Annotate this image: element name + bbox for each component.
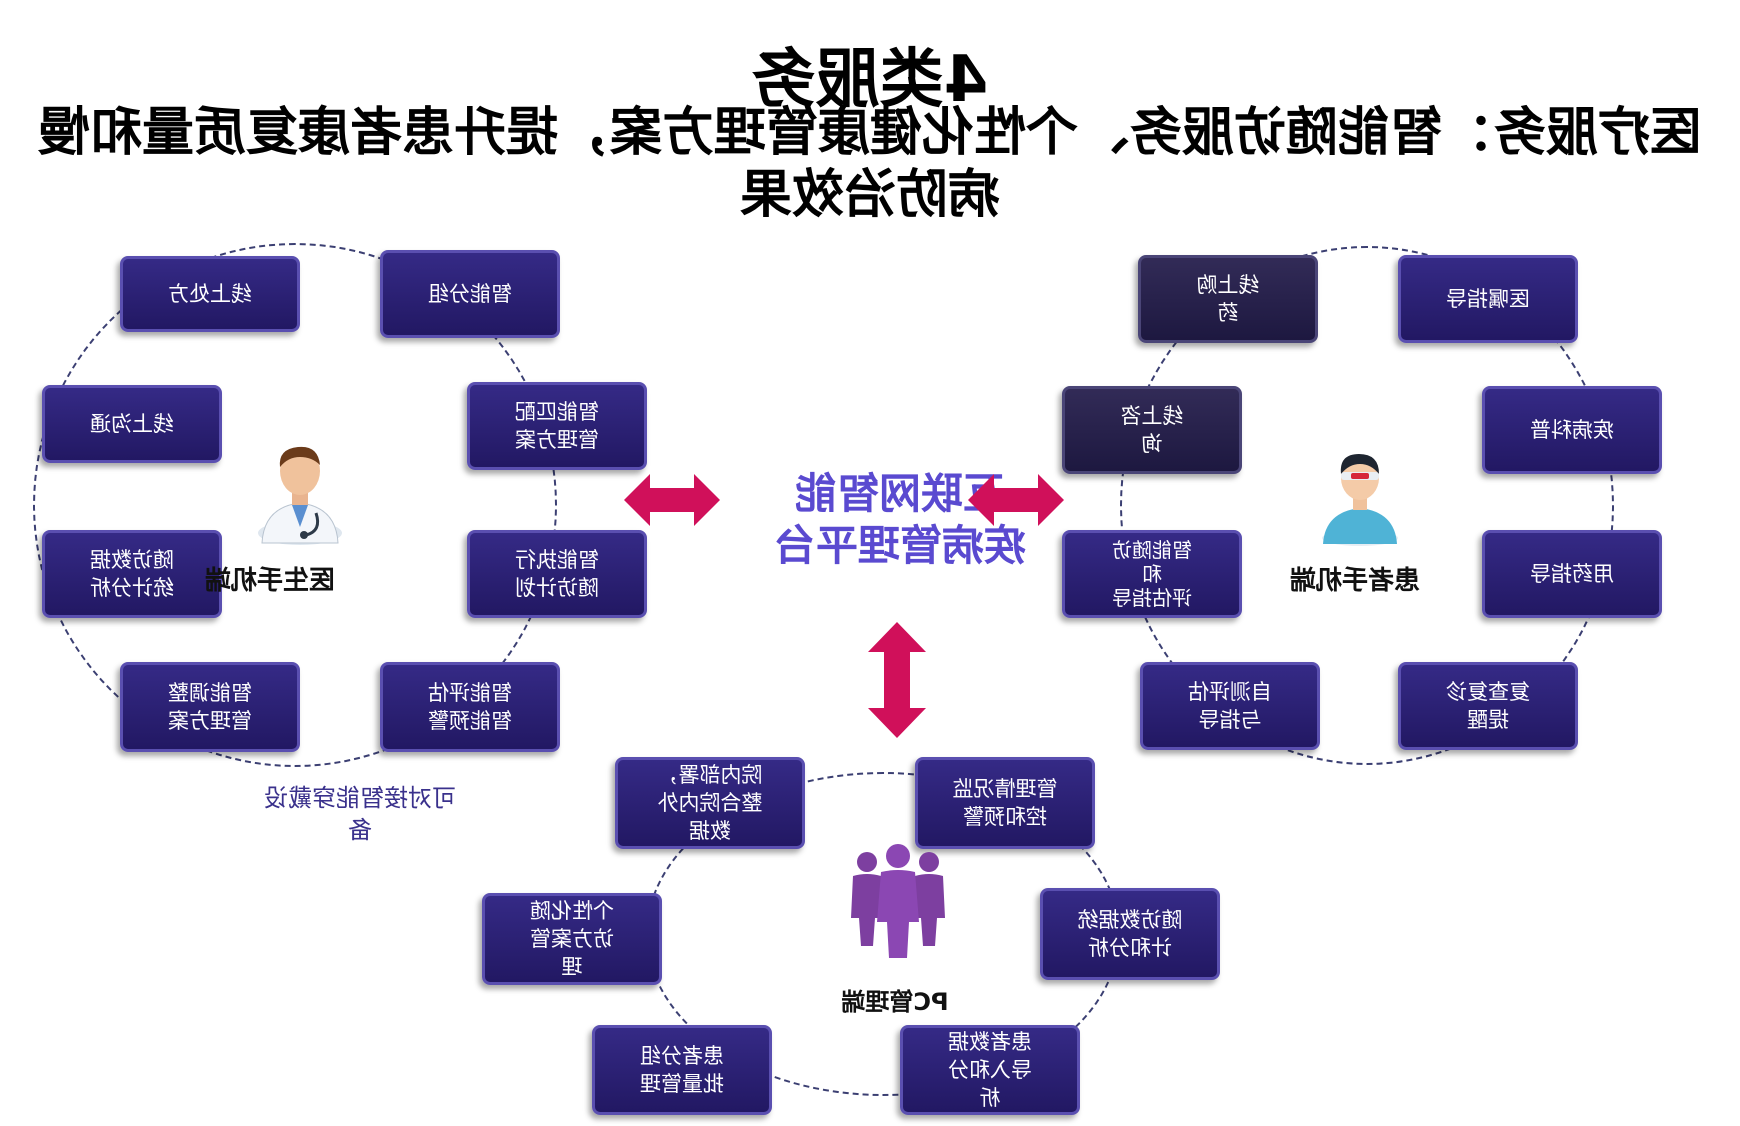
arrow-to-patient [968,474,1064,526]
arrow-to-patient-shape [968,474,1064,526]
pc-item-batch-management: 患者分组 批量管理 [592,1025,772,1115]
patient-item-doctor-advice: 医嘱指导 [1398,255,1578,343]
pc-item-personalized-plan: 个性化随 访方案管 理 [482,893,662,985]
arrow-to-doctor-shape [624,474,720,526]
doctor-item-plan-adjustment: 智能调整 管理方案 [120,662,300,752]
patient-item-medication-guidance: 用药指导 [1482,530,1662,618]
patient-item-disease-education: 疾病科普 [1482,386,1662,474]
doctor-label: 医生手机端 [205,566,336,596]
pc-item-hospital-deployment: 院内部署， 整合院内外 数据 [615,757,805,849]
patient-item-self-assessment: 自测评估 与指导 [1140,662,1320,750]
pc-label: PC管理端 [841,988,949,1016]
wearable-note: 可对接智能穿戴设 备 [264,784,456,844]
patient-icon [1322,454,1398,546]
patient-item-online-pharmacy: 线上购 药 [1138,255,1318,343]
patient-item-followup-assessment: 智能随访 和 评估指导 [1062,530,1242,618]
patient-item-revisit-reminder: 复查复诊 提醒 [1398,662,1578,750]
doctor-item-assessment-warning: 智能评估 智能预警 [380,662,560,752]
doctor-item-online-prescription: 线上处方 [120,256,300,332]
arrow-to-pc [868,622,926,738]
doctor-item-followup-execution: 智能执行 随访计划 [467,530,647,618]
doctor-item-online-communication: 线上沟通 [42,385,222,463]
page-subtitle: 医疗服务：智能随访服务、个性化健康管理方案，提升患者康复质量和慢病防治效果 [38,103,1703,225]
arrow-to-doctor [624,474,720,526]
doctor-item-smart-grouping: 智能分组 [380,250,560,338]
doctor-icon [258,446,342,545]
patient-item-online-consultation: 线上咨 询 [1062,386,1242,474]
arrow-to-pc-shape [868,622,926,738]
group-icon [851,844,945,958]
pc-item-data-import: 患者数据 导入和分 析 [900,1025,1080,1115]
pc-item-followup-analysis: 随访数据统 计和分析 [1040,888,1220,980]
doctor-item-plan-matching: 智能匹配 管理方案 [467,382,647,470]
patient-label: 患者手机端 [1290,566,1421,596]
pc-item-monitoring-warning: 管理情况监 控和预警 [915,757,1095,849]
